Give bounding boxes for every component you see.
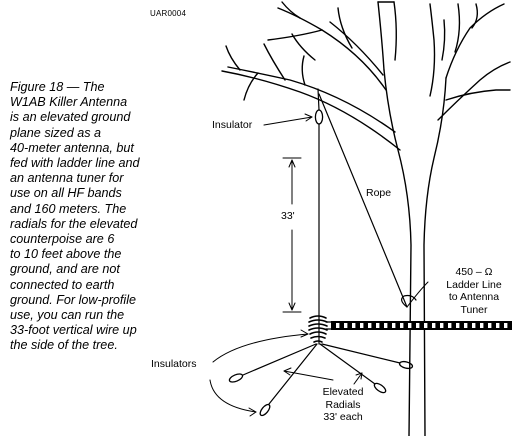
ladder-line-label-line: Tuner	[460, 303, 488, 316]
insulators-leader	[212, 333, 309, 363]
elevated-radials	[242, 343, 401, 405]
radials-leader	[353, 372, 363, 385]
insulators-leader	[209, 379, 257, 413]
radial-insulator	[228, 373, 244, 383]
tree-twig	[301, 55, 306, 86]
caption-line: an antenna tuner for	[10, 171, 124, 186]
tree-branch	[277, 7, 387, 91]
ladder-line-label: 450 – Ω Ladder Line to Antenna Tuner	[436, 266, 512, 316]
tree-branch	[445, 89, 511, 101]
tree-branch	[377, 1, 385, 71]
leader-lines	[209, 113, 429, 417]
radial-insulators	[228, 360, 414, 417]
hoist-rope	[318, 93, 408, 308]
radial-insulator	[398, 360, 414, 370]
tree-branch	[429, 3, 436, 97]
radial-wire	[321, 343, 401, 364]
height-dimension	[282, 157, 302, 313]
tree-branch	[329, 21, 384, 76]
caption-line: use on all HF bands	[10, 186, 122, 201]
ladder-line-label-line: to Antenna	[448, 291, 500, 303]
caption-line: 40-meter antenna, but	[10, 140, 134, 155]
caption-line: counterpoise are 6	[10, 232, 115, 247]
tree-branch	[393, 1, 397, 61]
insulators-leader	[248, 407, 257, 417]
tree-twig	[263, 43, 286, 81]
tree-branch	[454, 3, 461, 53]
caption-line: is an elevated ground	[10, 110, 131, 125]
caption-line: ground. For low-profile	[10, 292, 136, 307]
rope-label: Rope	[366, 187, 392, 199]
caption-line: W1AB Killer Antenna	[10, 95, 128, 110]
tree-branch	[291, 33, 316, 61]
height-label: 33'	[281, 210, 295, 222]
tree-twig	[243, 72, 259, 101]
caption-line: connected to earth	[10, 277, 115, 292]
radial-wire	[242, 343, 317, 376]
caption-line: 33-foot vertical wire up	[10, 323, 137, 338]
radials-label-line: 33' each	[323, 411, 363, 423]
caption-line: radials for the elevated	[10, 216, 138, 231]
top-insulator	[314, 109, 324, 125]
radials-leader	[283, 370, 334, 381]
caption-line: the side of the tree.	[10, 338, 118, 353]
insulators-leader	[300, 329, 309, 338]
caption-line: ground, and are not	[10, 262, 120, 277]
radials-label-line: Radials	[325, 398, 361, 411]
caption-line: fed with ladder line and	[10, 156, 140, 171]
hoist-rope	[401, 294, 417, 308]
tree-trunk	[383, 69, 412, 436]
tree-branch	[437, 61, 511, 121]
tree	[221, 1, 511, 436]
tree-twig	[225, 45, 241, 71]
tree-branch	[221, 70, 401, 151]
tree-trunk	[423, 77, 447, 436]
insulator-label: Insulator	[212, 119, 253, 131]
ladder-line	[325, 321, 512, 330]
caption-line: to 10 feet above the	[10, 247, 122, 262]
insulators-label: Insulators	[151, 358, 197, 370]
figure-caption: Figure 18 — The W1AB Killer Antenna is a…	[10, 80, 210, 354]
radials-leader	[355, 372, 363, 380]
radials-label: Elevated Radials 33' each	[315, 386, 371, 424]
caption-line: use, you can run the	[10, 308, 125, 323]
tree-branch	[227, 66, 396, 133]
support-rope	[317, 88, 320, 111]
insulator-leader	[304, 113, 313, 122]
feedpoint-coil	[308, 315, 328, 343]
caption-line: plane sized as a	[10, 125, 102, 140]
radials-label-line: Elevated	[322, 386, 364, 398]
ladder-line-leader	[406, 281, 429, 308]
radial-wire	[319, 343, 376, 385]
ladder-line-label-line: Ladder Line	[446, 278, 502, 291]
ladder-line-label-line: 450 – Ω	[455, 266, 493, 278]
radial-insulator	[259, 403, 271, 417]
tree-branch	[337, 7, 353, 49]
radials-leader	[283, 367, 292, 376]
radial-wire	[268, 343, 318, 405]
tree-branch	[471, 3, 479, 29]
tree-branch	[441, 19, 446, 61]
caption-line: Figure 18 — The	[10, 80, 105, 94]
radial-insulator	[373, 382, 387, 394]
tree-branch	[281, 1, 301, 19]
tree-branch	[445, 3, 505, 79]
tree-branch	[267, 29, 323, 41]
caption-line: and 160 meters. The	[10, 201, 127, 216]
figure-id: UAR0004	[150, 9, 187, 18]
insulator-leader	[263, 116, 313, 126]
